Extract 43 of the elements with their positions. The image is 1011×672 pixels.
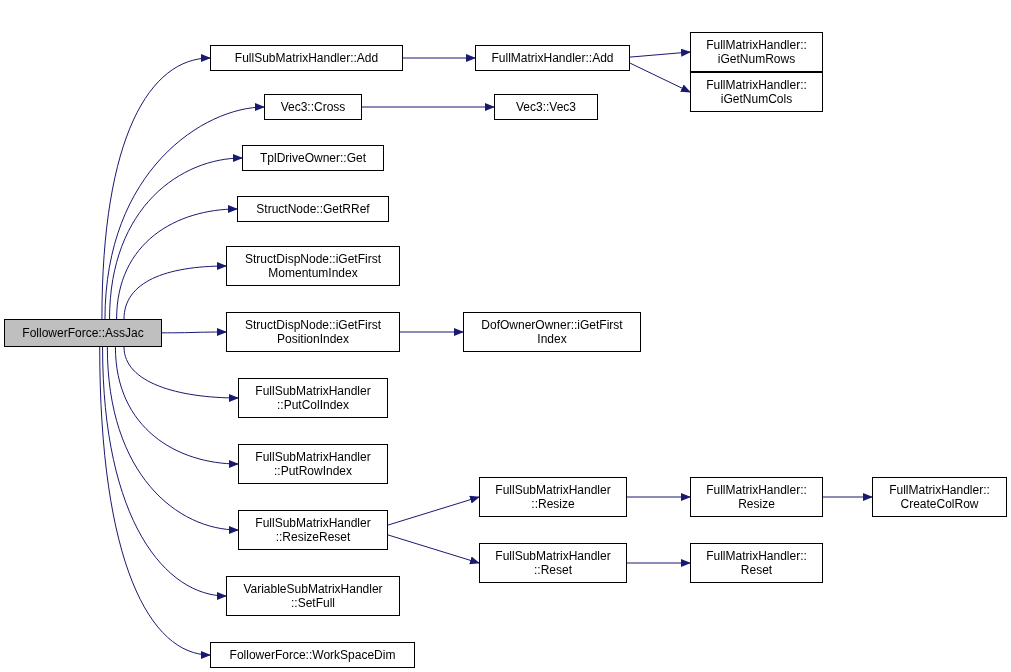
arrow (387, 534, 480, 565)
function-box: VariableSubMatrixHandler ::SetFull (226, 576, 400, 616)
function-box: FollowerForce::AssJac (4, 319, 162, 347)
function-box: FullSubMatrixHandler ::PutRowIndex (238, 444, 388, 484)
arrow (629, 48, 691, 58)
arrow (123, 346, 239, 402)
arrow (101, 55, 211, 320)
function-box: DofOwnerOwner::iGetFirst Index (463, 312, 641, 352)
arrow (161, 328, 227, 336)
arrow (106, 346, 239, 534)
function-box: FullSubMatrixHandler ::ResizeReset (238, 510, 388, 550)
function-box: FullMatrixHandler::Add (475, 45, 630, 71)
arrow (402, 54, 476, 62)
arrow (99, 346, 211, 658)
function-box: Vec3::Vec3 (494, 94, 598, 120)
arrow (626, 493, 691, 501)
arrow (123, 262, 227, 320)
arrow (102, 346, 227, 600)
function-box: StructNode::GetRRef (237, 196, 389, 222)
arrow (361, 103, 495, 111)
function-box: Vec3::Cross (264, 94, 362, 120)
arrow (626, 559, 691, 567)
function-box: FullMatrixHandler:: iGetNumCols (690, 72, 823, 112)
function-box: FullMatrixHandler:: CreateColRow (872, 477, 1007, 517)
function-box: StructDispNode::iGetFirst PositionIndex (226, 312, 400, 352)
function-box: FullMatrixHandler:: Reset (690, 543, 823, 583)
function-box: FullSubMatrixHandler ::PutColIndex (238, 378, 388, 418)
function-box: FullMatrixHandler:: iGetNumRows (690, 32, 823, 72)
arrow (104, 103, 265, 320)
function-box: TplDriveOwner::Get (242, 145, 384, 171)
arrow (399, 328, 464, 336)
function-box: StructDispNode::iGetFirst MomentumIndex (226, 246, 400, 286)
function-box: FullSubMatrixHandler ::Resize (479, 477, 627, 517)
arrow (387, 495, 480, 526)
function-box: FollowerForce::WorkSpaceDim (210, 642, 415, 668)
arrow (109, 154, 243, 320)
function-box: FullMatrixHandler:: Resize (690, 477, 823, 517)
arrow (114, 346, 239, 468)
arrow (822, 493, 873, 501)
function-box: FullSubMatrixHandler ::Reset (479, 543, 627, 583)
arrow (116, 205, 238, 320)
function-box: FullSubMatrixHandler::Add (210, 45, 403, 71)
arrow (629, 62, 691, 93)
